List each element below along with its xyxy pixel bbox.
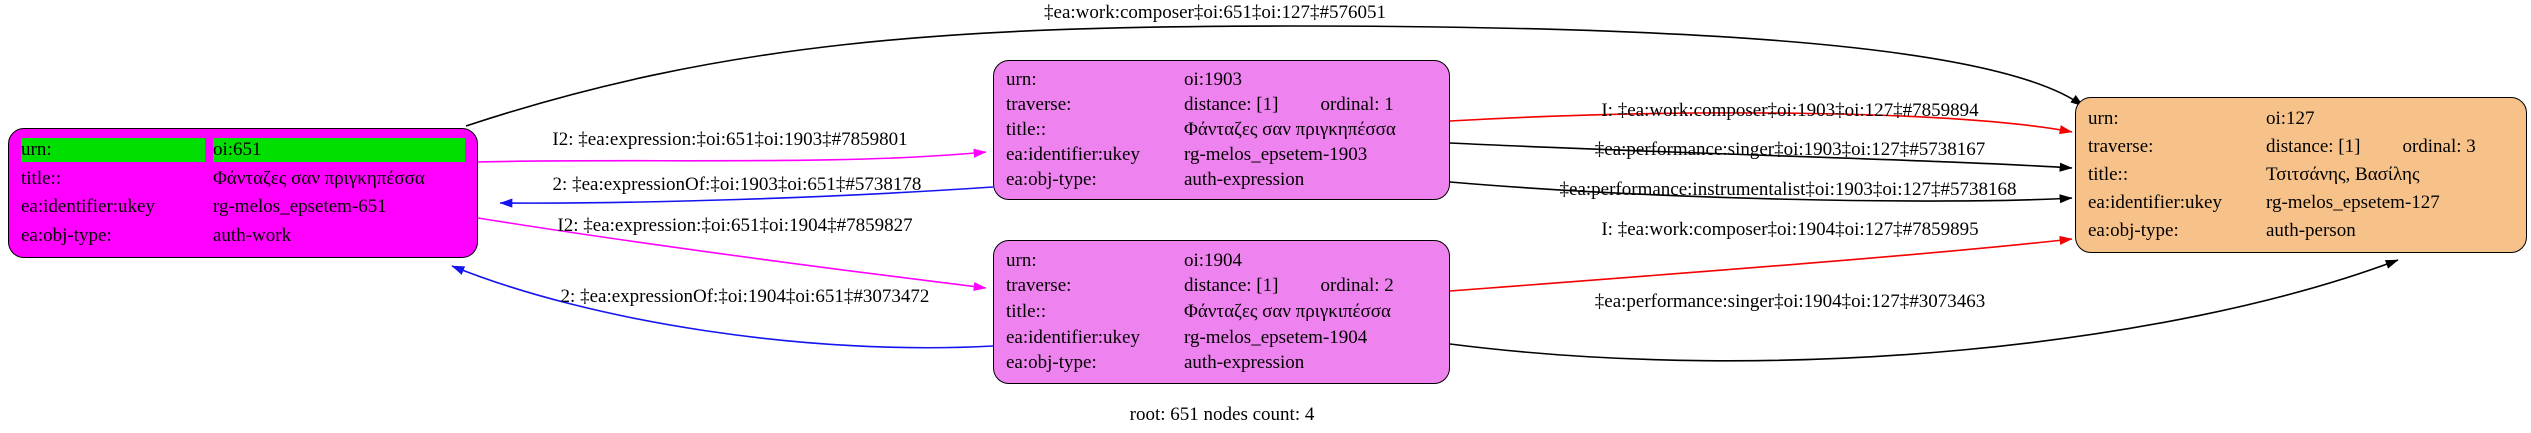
node-row-identifier: ea:identifier:ukey rg-melos_epsetem-1903 <box>1006 143 1437 167</box>
edge-label-composer-1903-127: I: ‡ea:work:composer‡oi:1903‡oi:127‡#785… <box>1601 100 1979 121</box>
edge-composer-1904-127 <box>1449 235 2073 292</box>
edge-expression-651-1904 <box>477 217 987 292</box>
edge-singer-1903-127 <box>1449 142 2073 172</box>
field-key: ea:identifier:ukey <box>1006 143 1140 165</box>
edge-label-instrumentalist-1903-127: ‡ea:performance:instrumentalist‡oi:1903‡… <box>1559 179 2017 200</box>
field-key: traverse: <box>1006 275 1072 297</box>
field-value: auth-expression <box>1184 352 1305 374</box>
edge-singer-1904-127 <box>1449 259 2399 362</box>
edge-composer-1903-127 <box>1449 112 2073 135</box>
edge-expression-651-1903 <box>477 148 987 163</box>
field-key: urn: <box>21 138 205 163</box>
traverse-distance: distance: [1] <box>1184 275 1279 297</box>
edge-label-expression-651-1904: I2: ‡ea:expression:‡oi:651‡oi:1904‡#7859… <box>557 215 913 236</box>
node-oi-127: urn: oi:127 traverse: distance: [1] ordin… <box>2075 97 2527 253</box>
node-row-urn: urn: oi:1903 <box>1006 68 1437 92</box>
node-row-identifier: ea:identifier:ukey rg-melos_epsetem-651 <box>21 195 465 219</box>
field-value: oi:651 <box>213 138 465 163</box>
field-value: rg-melos_epsetem-1904 <box>1184 326 1368 348</box>
node-oi-651: urn: oi:651 title:: Φάνταζες σαν πριγκηπ… <box>8 128 478 258</box>
field-key: ea:obj-type: <box>2088 220 2179 241</box>
field-key: ea:obj-type: <box>21 224 112 246</box>
traverse-ordinal: ordinal: 2 <box>1320 275 1394 297</box>
field-value: distance: [1] ordinal: 3 <box>2266 135 2514 159</box>
node-oi-1904: urn: oi:1904 traverse: distance: [1] ordi… <box>993 240 1450 384</box>
node-row-objtype: ea:obj-type: auth-expression <box>1006 351 1437 375</box>
field-key: ea:obj-type: <box>1006 352 1097 374</box>
edge-label-expressionof-1904-651: 2: ‡ea:expressionOf:‡oi:1904‡oi:651‡#307… <box>560 286 930 307</box>
field-value: auth-expression <box>1184 168 1305 190</box>
node-row-title: title:: Φάνταζες σαν πριγκηπέσσα <box>21 167 465 191</box>
edge-composer-651-127 <box>465 25 2084 127</box>
node-row-objtype: ea:obj-type: auth-expression <box>1006 168 1437 192</box>
field-key: urn: <box>1006 249 1037 271</box>
node-oi-1903: urn: oi:1903 traverse: distance: [1] ordi… <box>993 60 1450 200</box>
field-value: Φάνταζες σαν πριγκηπέσσα <box>1184 118 1396 140</box>
node-row-title: title:: Φάνταζες σαν πριγκηπέσσα <box>1006 118 1437 142</box>
field-value: Φάνταζες σαν πριγκηπέσσα <box>213 167 425 189</box>
field-key: traverse: <box>1006 94 1072 116</box>
edge-label-composer-651-127: ‡ea:work:composer‡oi:651‡oi:127‡#576051 <box>1044 2 1386 23</box>
traverse-ordinal: ordinal: 3 <box>2402 136 2476 157</box>
node-row-traverse: traverse: distance: [1] ordinal: 3 <box>2088 135 2514 159</box>
traverse-ordinal: ordinal: 1 <box>1320 94 1394 116</box>
field-key: ea:identifier:ukey <box>2088 192 2222 213</box>
edge-label-expression-651-1903: I2: ‡ea:expression:‡oi:651‡oi:1903‡#7859… <box>552 129 908 150</box>
field-key: title:: <box>21 167 62 189</box>
field-value: auth-person <box>2266 220 2356 241</box>
node-row-title: title:: Φάνταζες σαν πριγκιπέσσα <box>1006 300 1437 324</box>
node-row-identifier: ea:identifier:ukey rg-melos_epsetem-1904 <box>1006 326 1437 350</box>
field-value: rg-melos_epsetem-651 <box>213 196 387 218</box>
node-row-traverse: traverse: distance: [1] ordinal: 1 <box>1006 93 1437 117</box>
field-value: rg-melos_epsetem-127 <box>2266 192 2440 213</box>
edge-label-singer-1904-127: ‡ea:performance:singer‡oi:1904‡oi:127‡#3… <box>1594 291 1986 312</box>
field-key: urn: <box>1006 69 1037 91</box>
field-value: Τσιτσάνης, Βασίλης <box>2266 164 2420 185</box>
node-row-identifier: ea:identifier:ukey rg-melos_epsetem-127 <box>2088 191 2514 215</box>
node-row-urn: urn: oi:651 <box>21 138 465 163</box>
field-key: traverse: <box>2088 136 2154 157</box>
field-value: Φάνταζες σαν πριγκιπέσσα <box>1184 300 1391 322</box>
field-value: distance: [1] ordinal: 2 <box>1184 274 1437 298</box>
field-value: oi:127 <box>2266 108 2315 129</box>
field-value: oi:1903 <box>1184 69 1243 91</box>
field-value: distance: [1] ordinal: 1 <box>1184 93 1437 117</box>
field-key: title:: <box>2088 164 2129 185</box>
node-row-objtype: ea:obj-type: auth-work <box>21 224 465 248</box>
edge-expressionof-1904-651 <box>451 265 994 349</box>
node-row-urn: urn: oi:127 <box>2088 107 2514 131</box>
field-value: auth-work <box>213 224 292 246</box>
edge-label-composer-1904-127: I: ‡ea:work:composer‡oi:1904‡oi:127‡#785… <box>1601 219 1979 240</box>
node-row-title: title:: Τσιτσάνης, Βασίλης <box>2088 163 2514 187</box>
field-key: ea:identifier:ukey <box>21 196 155 218</box>
edge-instrumentalist-1903-127 <box>1449 181 2073 204</box>
edge-label-singer-1903-127: ‡ea:performance:singer‡oi:1903‡oi:127‡#5… <box>1594 139 1986 160</box>
node-row-urn: urn: oi:1904 <box>1006 249 1437 273</box>
field-key: title:: <box>1006 118 1047 140</box>
edge-expressionof-1903-651 <box>499 186 994 208</box>
graph-caption: root: 651 nodes count: 4 <box>1129 404 1315 425</box>
field-value: rg-melos_epsetem-1903 <box>1184 143 1368 165</box>
field-value: oi:1904 <box>1184 249 1243 271</box>
edge-label-expressionof-1903-651: 2: ‡ea:expressionOf:‡oi:1903‡oi:651‡#573… <box>552 174 922 195</box>
field-key: ea:obj-type: <box>1006 168 1097 190</box>
node-row-objtype: ea:obj-type: auth-person <box>2088 219 2514 243</box>
traverse-distance: distance: [1] <box>1184 94 1279 116</box>
traverse-distance: distance: [1] <box>2266 136 2361 157</box>
field-key: urn: <box>2088 108 2119 129</box>
field-key: ea:identifier:ukey <box>1006 326 1140 348</box>
node-row-traverse: traverse: distance: [1] ordinal: 2 <box>1006 274 1437 298</box>
field-key: title:: <box>1006 300 1047 322</box>
